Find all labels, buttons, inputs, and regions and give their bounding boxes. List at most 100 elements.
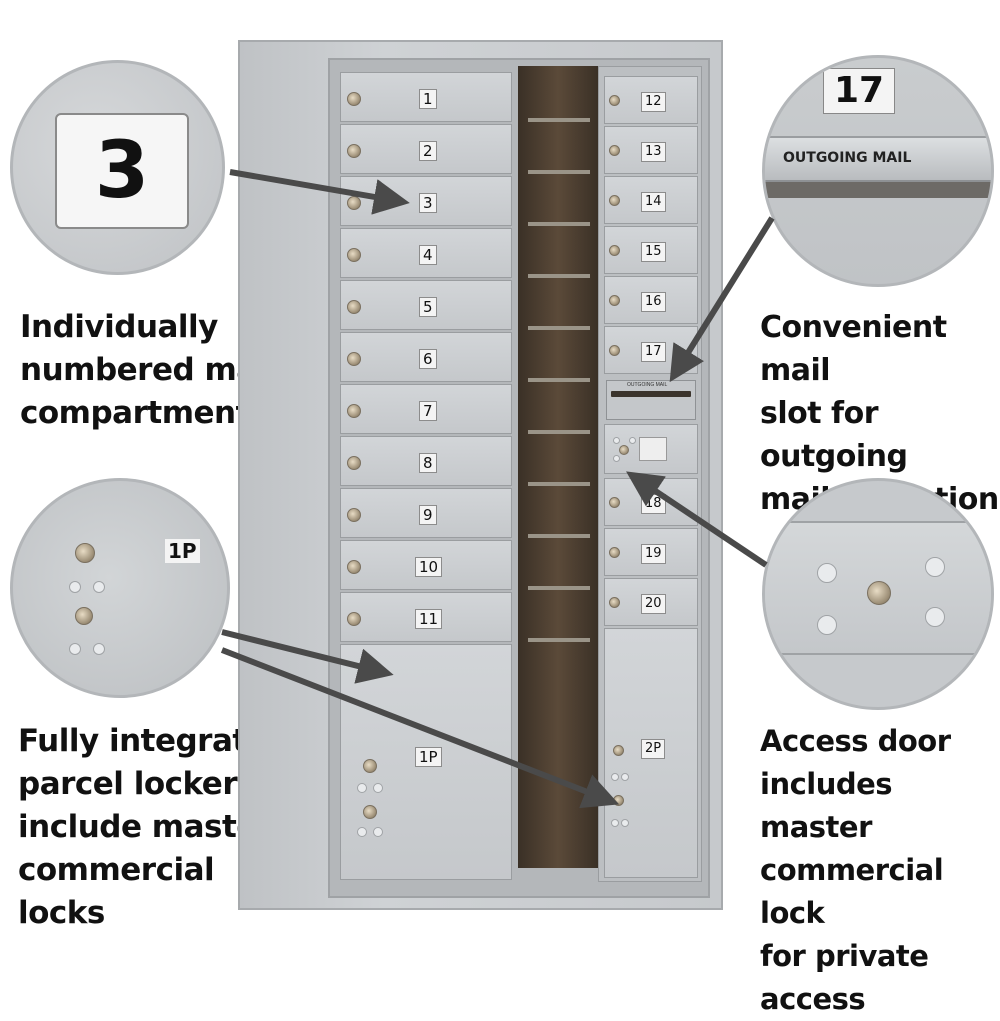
door-number: 19 (641, 544, 666, 564)
shelf (528, 586, 590, 590)
zoom-slot-plate: OUTGOING MAIL (765, 136, 991, 182)
rivet-icon (93, 643, 105, 655)
mail-door-13[interactable]: 13 (604, 126, 698, 174)
arrow-to-door-3 (229, 169, 410, 215)
door-number: 11 (415, 609, 443, 629)
mail-door-4[interactable]: 4 (340, 228, 512, 278)
parcel-number: 1P (415, 747, 442, 767)
rivet-icon (621, 819, 629, 827)
mail-door-9[interactable]: 9 (340, 488, 512, 538)
rivet-icon (69, 643, 81, 655)
door-number: 5 (419, 297, 437, 317)
door-number: 9 (419, 505, 437, 525)
mail-door-10[interactable]: 10 (340, 540, 512, 590)
lock-icon (609, 195, 620, 206)
door-number: 8 (419, 453, 437, 473)
shelf (528, 638, 590, 642)
door-number: 15 (641, 242, 666, 262)
lock-icon (609, 497, 620, 508)
shelf (528, 118, 590, 122)
lock-icon (613, 745, 624, 756)
lock-icon (75, 543, 95, 563)
rivet-icon (925, 607, 945, 627)
door-number: 4 (419, 245, 437, 265)
rivet-icon (613, 437, 620, 444)
shelf (528, 430, 590, 434)
rivet-icon (93, 581, 105, 593)
mail-door-20[interactable]: 20 (604, 578, 698, 626)
access-door-panel[interactable] (604, 424, 698, 474)
door-number: 16 (641, 292, 666, 312)
outgoing-mail-slot[interactable]: OUTGOING MAIL (606, 380, 696, 420)
lock-icon (347, 508, 361, 522)
mail-door-19[interactable]: 19 (604, 528, 698, 576)
lock-icon (347, 248, 361, 262)
parcel-locker-1p[interactable]: 1P (340, 644, 512, 880)
shelf (528, 378, 590, 382)
door-number: 6 (419, 349, 437, 369)
zoom-circle-parcel-lock: 1P (10, 478, 230, 698)
rivet-icon (621, 773, 629, 781)
mail-door-8[interactable]: 8 (340, 436, 512, 486)
mail-door-11[interactable]: 11 (340, 592, 512, 642)
shelf (528, 170, 590, 174)
lock-icon (347, 92, 361, 106)
slot-opening (611, 391, 691, 397)
lock-icon (363, 759, 377, 773)
shelf (528, 534, 590, 538)
rivet-icon (611, 819, 619, 827)
arrow-to-access-door (626, 471, 768, 568)
rivet-icon (357, 827, 367, 837)
arrow-to-outgoing-slot (669, 216, 775, 383)
lock-icon (347, 612, 361, 626)
zoom-slot-label: OUTGOING MAIL (783, 150, 912, 166)
lock-icon (347, 456, 361, 470)
mail-door-14[interactable]: 14 (604, 176, 698, 224)
shelf (528, 222, 590, 226)
mail-door-7[interactable]: 7 (340, 384, 512, 434)
rivet-icon (613, 455, 620, 462)
mail-door-6[interactable]: 6 (340, 332, 512, 382)
door-number: 1 (419, 89, 437, 109)
mail-door-16[interactable]: 16 (604, 276, 698, 324)
rivet-icon (817, 563, 837, 583)
lock-icon (347, 196, 361, 210)
zoom-parcel-label: 1P (165, 539, 200, 563)
door-number: 13 (641, 142, 666, 162)
mail-door-5[interactable]: 5 (340, 280, 512, 330)
door-number: 17 (641, 342, 666, 362)
parcel-locker-2p[interactable]: 2P (604, 628, 698, 878)
shelf (528, 326, 590, 330)
zoom-circle-outgoing-slot: 17 OUTGOING MAIL (762, 55, 994, 287)
lock-icon (609, 597, 620, 608)
callout-arrows (220, 169, 775, 809)
rivet-icon (373, 827, 383, 837)
master-lock-icon (619, 445, 629, 455)
lock-icon (363, 805, 377, 819)
rivet-icon (925, 557, 945, 577)
lock-icon (347, 560, 361, 574)
rivet-icon (373, 783, 383, 793)
mail-door-15[interactable]: 15 (604, 226, 698, 274)
mail-door-2[interactable]: 2 (340, 124, 512, 174)
mail-door-12[interactable]: 12 (604, 76, 698, 124)
lock-icon (609, 345, 620, 356)
shelf (528, 482, 590, 486)
door-number: 14 (641, 192, 666, 212)
arrow-to-parcel-1p (221, 629, 394, 684)
lock-icon (75, 607, 93, 625)
lock-icon (609, 295, 620, 306)
arrow-to-parcel-2p (220, 647, 620, 809)
door-number: 3 (419, 193, 437, 213)
lock-icon (609, 245, 620, 256)
mail-door-3[interactable]: 3 (340, 176, 512, 226)
zoom-number-plate: 17 (823, 68, 895, 114)
door-number: 10 (415, 557, 443, 577)
lock-icon (347, 300, 361, 314)
lock-icon (609, 547, 620, 558)
caption-access-door: Access door includes master commercial l… (760, 724, 951, 1016)
mail-door-1[interactable]: 1 (340, 72, 512, 122)
rivet-icon (817, 615, 837, 635)
slot-label: OUTGOING MAIL (627, 382, 668, 388)
zoom-circle-number: 3 (10, 60, 225, 275)
